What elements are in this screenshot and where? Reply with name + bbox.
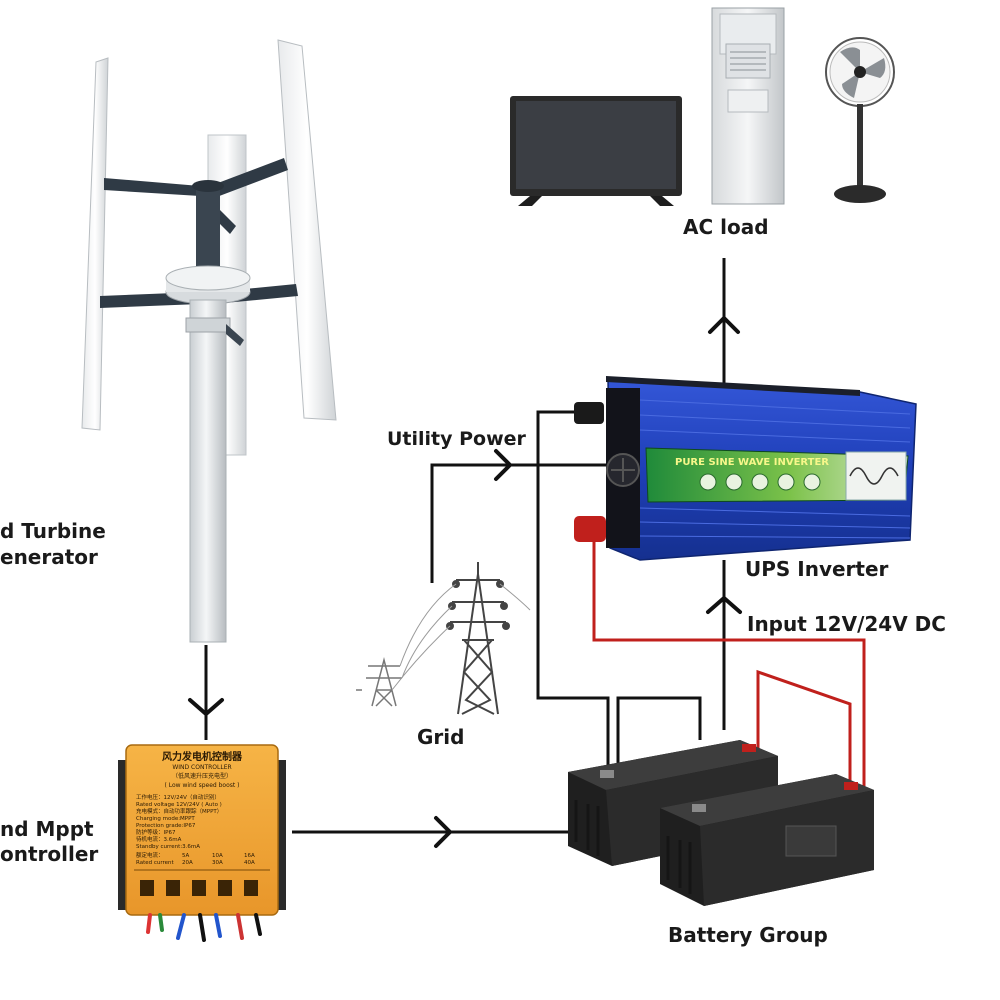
- power-tower-icon: [446, 562, 510, 715]
- controller-label-line-1: nd Mppt: [0, 817, 94, 841]
- controller-subtitle-cn: （低风速升压充电型）: [172, 772, 232, 780]
- controller-opt-10a: 10A: [212, 853, 223, 859]
- black-wires: [204, 258, 726, 834]
- inverter-panel-text: PURE SINE WAVE INVERTER: [675, 457, 829, 468]
- battery-front-icon: [660, 774, 874, 906]
- grid-label: Grid: [417, 725, 465, 749]
- controller-opt-5a: 5A: [182, 853, 189, 859]
- controller-rated-label-cn: 额定电流：: [136, 851, 164, 859]
- input-dc-label: Input 12V/24V DC: [747, 612, 946, 636]
- battery-group-label: Battery Group: [668, 923, 828, 947]
- tv-icon: [510, 96, 682, 206]
- controller-opt-16a: 16A: [244, 853, 255, 859]
- fan-icon: [825, 37, 895, 203]
- controller-rated-label-en: Rated current: [136, 860, 175, 866]
- refrigerator-icon: [711, 7, 785, 205]
- controller-line-8: Standby current:3.6mA: [136, 844, 200, 850]
- power-lines: [391, 583, 531, 691]
- wind-controller-icon: 风力发电机控制器 WIND CONTROLLER （低风速升压充电型） ( Lo…: [118, 744, 286, 942]
- wind-turbine-label-line-2: enerator: [0, 545, 98, 569]
- wind-turbine-icon: [81, 39, 337, 643]
- controller-line-1: 工作电压：12V/24V（自动识别）: [136, 793, 220, 801]
- controller-opt-40a: 40A: [244, 860, 255, 866]
- controller-label-line-2: ontroller: [0, 842, 99, 866]
- controller-subtitle-en: ( Low wind speed boost ): [165, 782, 240, 789]
- controller-opt-20a: 20A: [182, 860, 193, 866]
- power-tower-small-icon: [356, 657, 402, 707]
- ups-inverter-icon: PURE SINE WAVE INVERTER: [574, 376, 917, 561]
- utility-power-label: Utility Power: [387, 428, 526, 450]
- wind-turbine-label-line-1: d Turbine: [0, 519, 106, 543]
- controller-opt-30a: 30A: [212, 860, 223, 866]
- controller-line-4: Charging mode:MPPT: [136, 816, 195, 822]
- arrow-icon: [188, 316, 742, 848]
- controller-line-2: Rated voltage 12V/24V ( Auto ): [136, 802, 222, 808]
- ac-load-label: AC load: [683, 215, 769, 239]
- ups-inverter-label: UPS Inverter: [745, 557, 889, 581]
- controller-title-en: WIND CONTROLLER: [172, 764, 231, 771]
- controller-line-3: 充电模式：自动功率跟踪（MPPT）: [136, 807, 222, 815]
- controller-line-5: Protection grade:IP67: [136, 823, 196, 829]
- controller-line-7: 待机电流：3.6mA: [136, 835, 182, 843]
- controller-title-cn: 风力发电机控制器: [162, 750, 243, 763]
- controller-line-6: 防护等级：IP67: [136, 828, 176, 836]
